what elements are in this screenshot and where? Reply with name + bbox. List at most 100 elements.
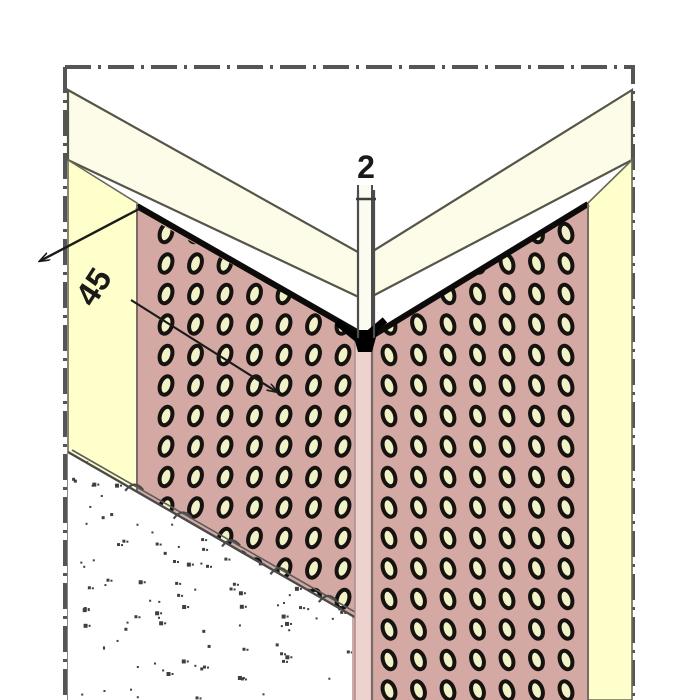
substrate-speckle (224, 557, 228, 561)
perforation (469, 557, 486, 580)
substrate-speckle (85, 522, 88, 525)
substrate-speckle (308, 588, 311, 591)
substrate-speckle (103, 647, 106, 650)
substrate-speckle (182, 605, 187, 610)
substrate-speckle (149, 599, 152, 602)
substrate-speckle (186, 562, 191, 567)
substrate-speckle (177, 545, 180, 548)
perforation (334, 404, 352, 428)
substrate-speckle (87, 608, 90, 611)
perforation (380, 587, 398, 611)
thickness-label: 2 (357, 149, 375, 185)
perforation (528, 465, 545, 489)
perforation (216, 282, 234, 306)
substrate-speckle (202, 547, 206, 551)
perforation (157, 252, 175, 275)
substrate-speckle (242, 647, 246, 651)
substrate-speckle (158, 600, 161, 603)
perforation (246, 526, 263, 550)
perforation (469, 587, 486, 611)
substrate-speckle (294, 586, 299, 591)
substrate-speckle (124, 627, 128, 631)
perforation (410, 587, 427, 611)
substrate-speckle (181, 659, 186, 664)
perforation (410, 404, 427, 428)
perforation (246, 313, 263, 336)
perforation (157, 465, 175, 489)
substrate-speckle (280, 625, 283, 628)
perforation (187, 313, 204, 336)
perforation (275, 496, 293, 519)
angle-leader-upper (40, 207, 140, 261)
substrate-speckle (328, 677, 331, 680)
substrate-speckle (171, 523, 174, 526)
perforation (439, 465, 457, 489)
perforation (528, 282, 545, 306)
substrate-speckle (181, 594, 184, 597)
substrate-speckle (262, 693, 265, 696)
substrate-speckle (290, 656, 293, 659)
substrate-speckle (194, 664, 197, 667)
substrate-edge-bump (317, 594, 338, 603)
perforation (246, 404, 263, 428)
perforation (187, 465, 204, 489)
substrate-speckle (102, 646, 105, 649)
perforation (187, 496, 204, 519)
substrate-speckle (155, 611, 160, 616)
perforation (439, 343, 457, 367)
substrate-speckle (134, 615, 138, 619)
perforation (498, 404, 516, 428)
substrate-speckle (202, 629, 206, 633)
substrate-speckle (83, 607, 87, 611)
substrate-speckle (239, 604, 244, 609)
perforation (246, 465, 263, 489)
perforation (498, 557, 516, 580)
substrate-speckle (106, 578, 110, 582)
substrate-speckle (315, 617, 318, 620)
substrate-speckle (286, 660, 289, 663)
perforation (187, 374, 204, 397)
perforation (557, 465, 575, 489)
perforation (246, 435, 263, 458)
substrate-speckle (87, 609, 90, 612)
substrate-speckle (176, 560, 179, 563)
substrate-speckle (89, 505, 92, 508)
perforation (528, 496, 545, 519)
substrate-speckle (83, 565, 86, 568)
substrate-speckle (138, 616, 141, 619)
substrate-speckle (97, 483, 100, 486)
substrate-speckle (136, 696, 139, 699)
substrate-speckle (299, 606, 303, 610)
perforation (305, 404, 322, 428)
substrate-speckle (228, 558, 231, 561)
perforation (216, 374, 234, 397)
substrate-speckle (229, 587, 233, 591)
substrate-speckle (299, 587, 302, 590)
substrate-speckle (232, 582, 236, 586)
perforation (380, 343, 398, 367)
perforation (469, 313, 486, 336)
substrate-speckle (115, 483, 120, 488)
perforation (557, 526, 575, 550)
perforation (410, 435, 427, 458)
perforation (528, 313, 545, 336)
perforation (439, 587, 457, 611)
perforation (216, 343, 234, 367)
perforation (528, 557, 545, 580)
substrate-speckle (276, 604, 279, 607)
substrate-speckle (246, 648, 249, 651)
substrate-speckle (191, 563, 194, 566)
substrate-speckle (200, 667, 204, 671)
perforation (380, 618, 398, 641)
perforation (439, 618, 457, 641)
substrate-speckle (143, 581, 146, 584)
perforation (439, 496, 457, 519)
substrate-speckle (242, 549, 247, 554)
perforation (380, 648, 398, 672)
substrate-speckle (307, 608, 310, 611)
substrate-speckle (122, 539, 126, 543)
perforation (469, 282, 486, 306)
perforation (410, 374, 427, 397)
